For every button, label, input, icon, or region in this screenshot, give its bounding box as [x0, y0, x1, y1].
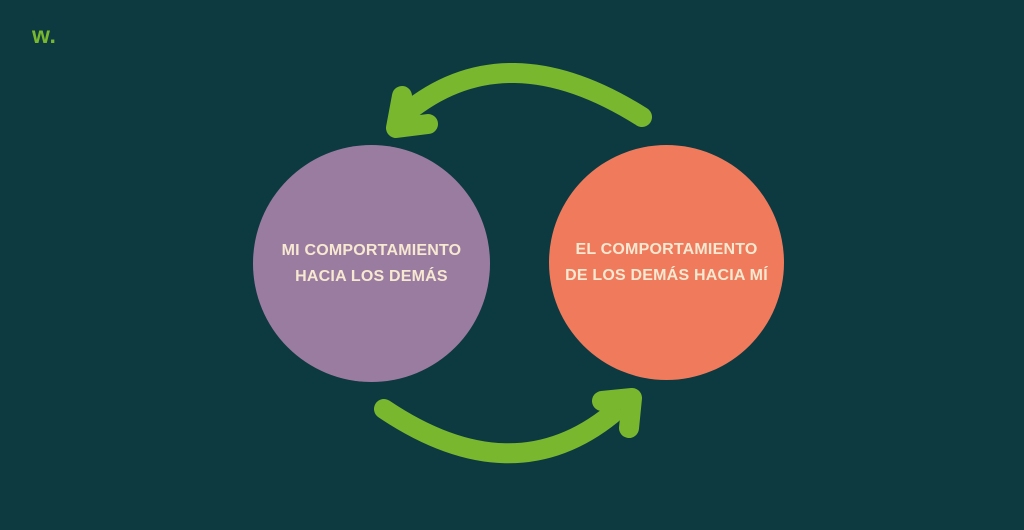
circle-others-behavior-label-line2: DE LOS DEMÁS HACIA MÍ [565, 266, 768, 284]
cycle-arrow-top-arc [396, 63, 652, 127]
circle-others-behavior-label-line1: EL COMPORTAMIENTO [575, 240, 758, 258]
circle-my-behavior: MI COMPORTAMIENTO HACIA LOS DEMÁS [253, 145, 490, 382]
circle-my-behavior-label-line1: MI COMPORTAMIENTO [281, 241, 462, 259]
circle-others-behavior-label: EL COMPORTAMIENTO DE LOS DEMÁS HACIA MÍ [551, 237, 782, 289]
cycle-arrow-bottom-arrowhead-icon [592, 388, 642, 438]
circle-others-behavior: EL COMPORTAMIENTO DE LOS DEMÁS HACIA MÍ [549, 145, 784, 380]
circle-my-behavior-label-line2: HACIA LOS DEMÁS [295, 267, 448, 285]
cycle-arrow-bottom [374, 388, 642, 464]
cycle-arrow-top [386, 63, 652, 138]
cycle-arrow-bottom-arc [374, 399, 622, 464]
circle-my-behavior-label: MI COMPORTAMIENTO HACIA LOS DEMÁS [268, 238, 476, 290]
brand-logo: w. [32, 22, 57, 48]
cycle-arrow-top-arrowhead-icon [386, 86, 438, 138]
